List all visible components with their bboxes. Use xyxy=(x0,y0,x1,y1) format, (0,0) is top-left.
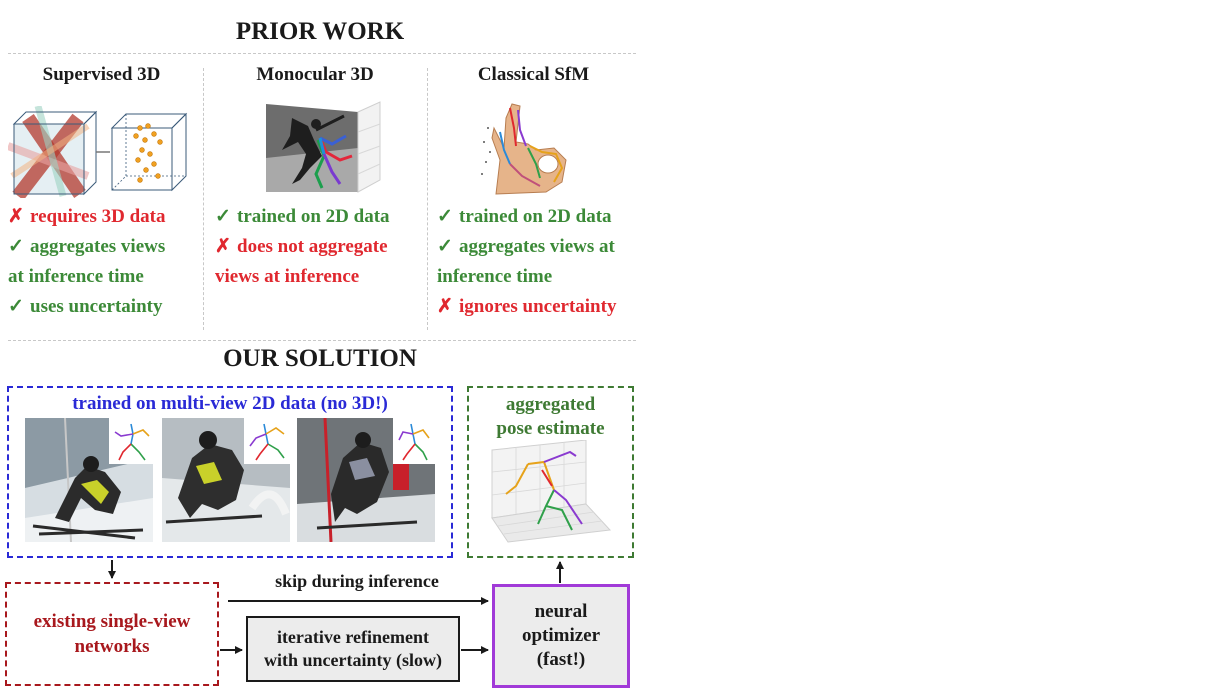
single-view-networks-line2: networks xyxy=(74,636,150,657)
skeleton-inset-1 xyxy=(109,418,153,464)
training-photo-2 xyxy=(162,418,290,542)
iterative-refinement-line1: iterative refinement xyxy=(276,627,430,647)
neural-optimizer-line2: optimizer xyxy=(521,625,601,646)
neural-optimizer-line1: neural xyxy=(534,601,588,622)
cross-icon: ✗ xyxy=(437,296,453,317)
iterative-refinement-box: iterative refinement with uncertainty (s… xyxy=(246,616,460,682)
training-photo-1 xyxy=(25,418,153,542)
monocular-3d-illustration xyxy=(266,101,381,193)
claim-requires-3d-data: ✗requires 3D data xyxy=(8,202,203,232)
iterative-refinement-line2: with uncertainty (slow) xyxy=(264,650,442,670)
single-view-networks-box: existing single-view networks xyxy=(5,582,219,686)
skeleton-inset-3 xyxy=(393,418,435,464)
claim-views-at-inference: views at inference xyxy=(215,266,360,287)
claim-trained-on-2d-data: ✓trained on 2D data xyxy=(437,202,649,232)
column-title-classical-sfm: Classical SfM xyxy=(477,64,590,85)
claim-uses-uncertainty: ✓uses uncertainty xyxy=(8,292,203,322)
claim-inference-time: inference time xyxy=(437,266,553,287)
claim-does-not-aggregate: ✗does not aggregate xyxy=(215,232,427,262)
claims-monocular-3d: ✓trained on 2D data ✗does not aggregate … xyxy=(215,202,427,292)
skip-during-inference-label: skip during inference xyxy=(275,571,439,591)
cross-icon: ✗ xyxy=(215,236,231,257)
claim-trained-on-2d-data: ✓trained on 2D data xyxy=(215,202,427,232)
skeleton-inset-2 xyxy=(244,418,290,464)
aggregated-pose-label-line1: aggregated xyxy=(505,394,596,415)
aggregated-pose-label-line2: pose estimate xyxy=(496,418,605,439)
column-divider-1 xyxy=(203,68,204,330)
prior-work-divider-bottom xyxy=(8,340,636,341)
column-title-supervised-3d: Supervised 3D xyxy=(42,64,161,85)
training-data-box xyxy=(7,386,453,558)
claim-ignores-uncertainty: ✗ignores uncertainty xyxy=(437,292,649,322)
prior-work-title: PRIOR WORK xyxy=(235,18,405,45)
prior-work-divider-top xyxy=(8,53,636,54)
column-title-monocular-3d: Monocular 3D xyxy=(256,64,374,85)
aggregated-pose-box xyxy=(467,386,634,558)
cross-icon: ✗ xyxy=(8,206,24,227)
claims-supervised-3d: ✗requires 3D data ✓aggregates views at i… xyxy=(8,202,203,322)
aggregated-pose-3d-plot xyxy=(491,440,612,543)
training-data-label: trained on multi-view 2D data (no 3D!) xyxy=(72,393,388,414)
neural-optimizer-line3: (fast!) xyxy=(536,649,586,670)
neural-optimizer-box: neural optimizer (fast!) xyxy=(492,584,630,688)
claim-aggregates-views-at: ✓aggregates views at xyxy=(437,232,649,262)
our-solution-title: OUR SOLUTION xyxy=(223,345,417,372)
supervised-3d-illustration xyxy=(8,106,188,198)
claim-aggregates-views: ✓aggregates views xyxy=(8,232,203,262)
check-icon: ✓ xyxy=(8,236,24,257)
training-photo-3 xyxy=(297,418,435,542)
claim-at-inference-time: at inference time xyxy=(8,266,144,287)
check-icon: ✓ xyxy=(437,206,453,227)
classical-sfm-illustration xyxy=(481,103,567,195)
check-icon: ✓ xyxy=(215,206,231,227)
flow-arrows xyxy=(108,560,564,654)
column-divider-2 xyxy=(427,68,428,330)
check-icon: ✓ xyxy=(8,296,24,317)
claims-classical-sfm: ✓trained on 2D data ✓aggregates views at… xyxy=(437,202,649,322)
single-view-networks-line1: existing single-view xyxy=(33,611,191,632)
check-icon: ✓ xyxy=(437,236,453,257)
